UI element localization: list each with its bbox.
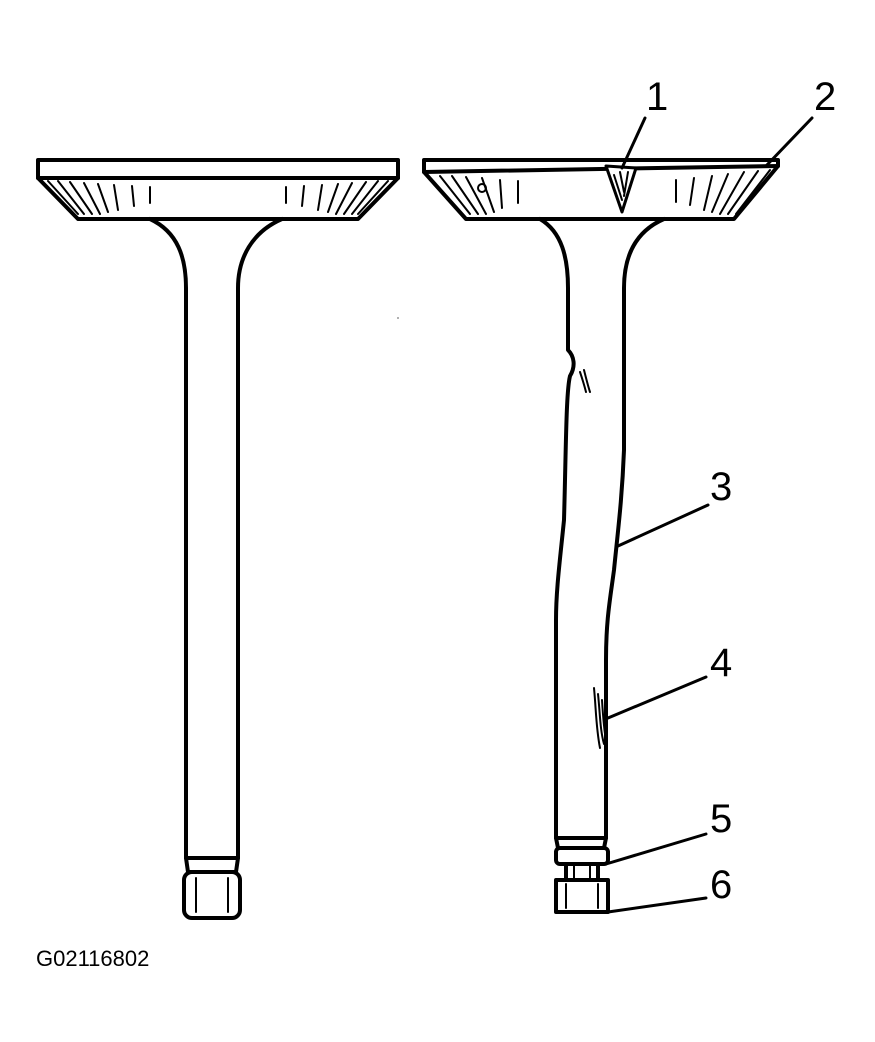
callout-4: 4 (710, 641, 732, 685)
damaged-valve-head (422, 158, 780, 221)
leader-2 (764, 116, 814, 168)
callout-3: 3 (710, 465, 732, 509)
callout-numbers: 1 2 3 4 5 6 (646, 75, 836, 907)
leader-4 (606, 675, 708, 720)
damaged-valve (422, 158, 780, 914)
callout-6: 6 (710, 863, 732, 907)
leader-1 (620, 116, 647, 170)
damaged-keeper-groove (554, 836, 610, 882)
callout-2: 2 (814, 75, 836, 119)
callout-1: 1 (646, 75, 668, 119)
leader-5 (604, 832, 708, 866)
leader-lines (604, 116, 814, 914)
good-valve-stem (148, 217, 284, 860)
scan-speck (397, 317, 399, 319)
leader-3 (616, 503, 710, 548)
callout-5: 5 (710, 797, 732, 841)
good-valve-tip (182, 856, 242, 920)
good-valve (36, 158, 400, 920)
leader-6 (606, 896, 708, 914)
damaged-valve-tip (554, 878, 610, 914)
good-valve-head (36, 158, 400, 221)
damaged-valve-stem (538, 217, 666, 840)
figure-code: G02116802 (36, 946, 149, 971)
stem-scoring-marks (593, 687, 607, 749)
